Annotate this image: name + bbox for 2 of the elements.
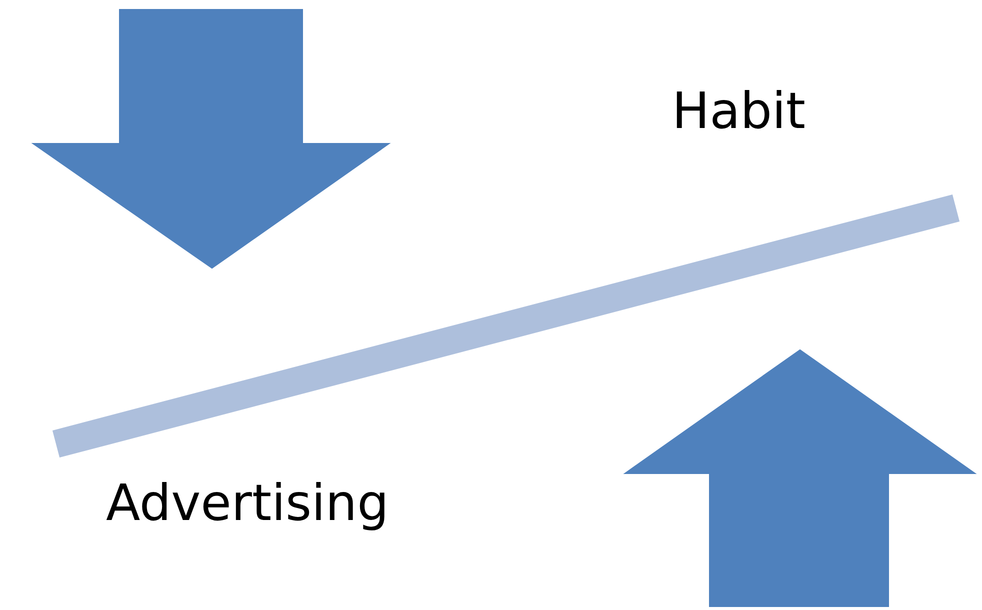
label-text: Advertising xyxy=(106,478,389,528)
label-text: Habit xyxy=(672,86,806,136)
